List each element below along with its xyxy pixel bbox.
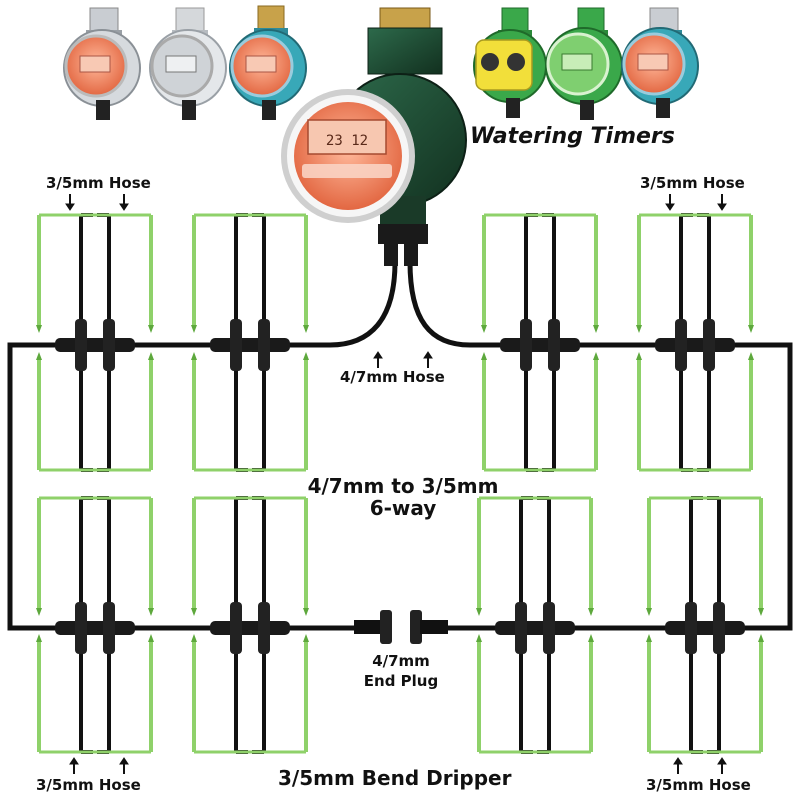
arrow-head	[717, 757, 727, 765]
bend-dripper-tip	[476, 634, 482, 642]
bend-dripper-tip	[191, 325, 197, 333]
bend-dripper-tip	[148, 634, 154, 642]
bend-dripper-tip	[303, 608, 309, 616]
six-way-label-line1: 4/7mm to 3/5mm	[307, 474, 499, 498]
bend-dripper-tip	[636, 352, 642, 360]
bend-dripper-tip	[758, 634, 764, 642]
bend-dripper-tip	[148, 352, 154, 360]
six-way-connector-stem	[75, 319, 87, 371]
timer-face	[294, 102, 402, 210]
six-way-connector	[55, 338, 135, 352]
arrow-head	[673, 757, 683, 765]
bend-dripper-tip	[748, 325, 754, 333]
six-way-connector	[55, 621, 135, 635]
arrow-head	[69, 757, 79, 765]
end-plug-label-line2: End Plug	[363, 672, 439, 690]
bend-dripper-tip	[36, 352, 42, 360]
bend-dripper-tip	[593, 352, 599, 360]
timer-lcd-readout: 23 12	[326, 133, 368, 149]
bend-dripper-tip	[481, 352, 487, 360]
bend-dripper-tip	[636, 325, 642, 333]
bend-dripper-tip	[588, 634, 594, 642]
hose-47-center-label: 4/7mm Hose	[340, 368, 445, 386]
six-way-connector-stem	[230, 319, 242, 371]
bend-dripper-tip	[758, 608, 764, 616]
bend-dripper-tip	[303, 352, 309, 360]
bend-dripper-tip	[593, 325, 599, 333]
arrow-head	[119, 757, 129, 765]
bend-dripper-tip	[748, 352, 754, 360]
arrow-head	[119, 203, 129, 211]
six-way-connector	[655, 338, 735, 352]
timer-product-4	[473, 7, 547, 118]
six-way-connector-stem	[543, 602, 555, 654]
six-way-connector-stem	[713, 602, 725, 654]
label-arrows	[65, 194, 727, 774]
six-way-connector-stem	[75, 602, 87, 654]
bend-dripper-tip	[36, 325, 42, 333]
timer-outlet-right	[404, 244, 418, 266]
six-way-connector-stem	[520, 319, 532, 371]
bend-dripper-tip	[148, 608, 154, 616]
bend-dripper-tip	[303, 325, 309, 333]
bend-dripper-tip	[646, 608, 652, 616]
end-plug-label-line1: 4/7mm	[372, 652, 430, 670]
bend-dripper-tip	[36, 608, 42, 616]
bend-dripper-tip	[481, 325, 487, 333]
six-way-connector-stem	[103, 319, 115, 371]
end-plug-pair	[354, 610, 448, 644]
hose-35-bottom-right-label: 3/5mm Hose	[646, 776, 751, 794]
six-way-connector-stem	[548, 319, 560, 371]
bend-drippers-label: 3/5mm Bend Dripper	[278, 766, 512, 790]
bend-dripper-tip	[191, 634, 197, 642]
bend-dripper-tip	[646, 634, 652, 642]
six-way-connector-stem	[703, 319, 715, 371]
six-way-connector	[495, 621, 575, 635]
main-watering-timer: 23 12	[281, 7, 467, 244]
arrow-head	[65, 203, 75, 211]
six-way-connector	[665, 621, 745, 635]
bend-dripper-tip	[36, 634, 42, 642]
bend-dripper-tip	[588, 608, 594, 616]
timer-product-3	[229, 5, 307, 120]
six-way-connector-stem	[230, 602, 242, 654]
bend-dripper-tip	[148, 325, 154, 333]
six-way-connector	[210, 338, 290, 352]
timer-outlet-left	[384, 244, 398, 266]
timer-button-row	[302, 164, 392, 178]
main-hose-left	[7, 261, 398, 631]
six-way-connector-group	[55, 244, 745, 654]
timer-product-2	[149, 7, 227, 120]
six-way-connector	[210, 621, 290, 635]
timer-product-5	[545, 7, 623, 120]
timer-product-6	[621, 7, 699, 118]
watering-timers-label: Watering Timers	[470, 124, 675, 149]
hose-35-top-left-label: 3/5mm Hose	[46, 174, 151, 192]
hose-35-top-right-label: 3/5mm Hose	[640, 174, 745, 192]
six-way-connector	[500, 338, 580, 352]
bend-dripper-tip	[303, 634, 309, 642]
timer-lcd-screen	[307, 119, 387, 155]
timer-product-1	[63, 7, 141, 120]
six-way-connector-stem	[103, 602, 115, 654]
six-way-connector-stem	[685, 602, 697, 654]
six-way-label-line2: 6-way	[369, 496, 437, 520]
six-way-connector-stem	[675, 319, 687, 371]
six-way-connector-stem	[258, 319, 270, 371]
six-way-connector-stem	[515, 602, 527, 654]
arrow-head	[373, 351, 383, 359]
bend-dripper-tip	[476, 608, 482, 616]
six-way-connector-stem	[258, 602, 270, 654]
bend-dripper-tip	[191, 608, 197, 616]
bend-dripper-group	[36, 213, 764, 754]
timer-products-row	[63, 5, 699, 120]
arrow-head	[665, 203, 675, 211]
arrow-head	[717, 203, 727, 211]
arrow-head	[423, 351, 433, 359]
hose-35-bottom-left-label: 3/5mm Hose	[36, 776, 141, 794]
main-hose-right	[407, 261, 793, 631]
bend-dripper-tip	[191, 352, 197, 360]
